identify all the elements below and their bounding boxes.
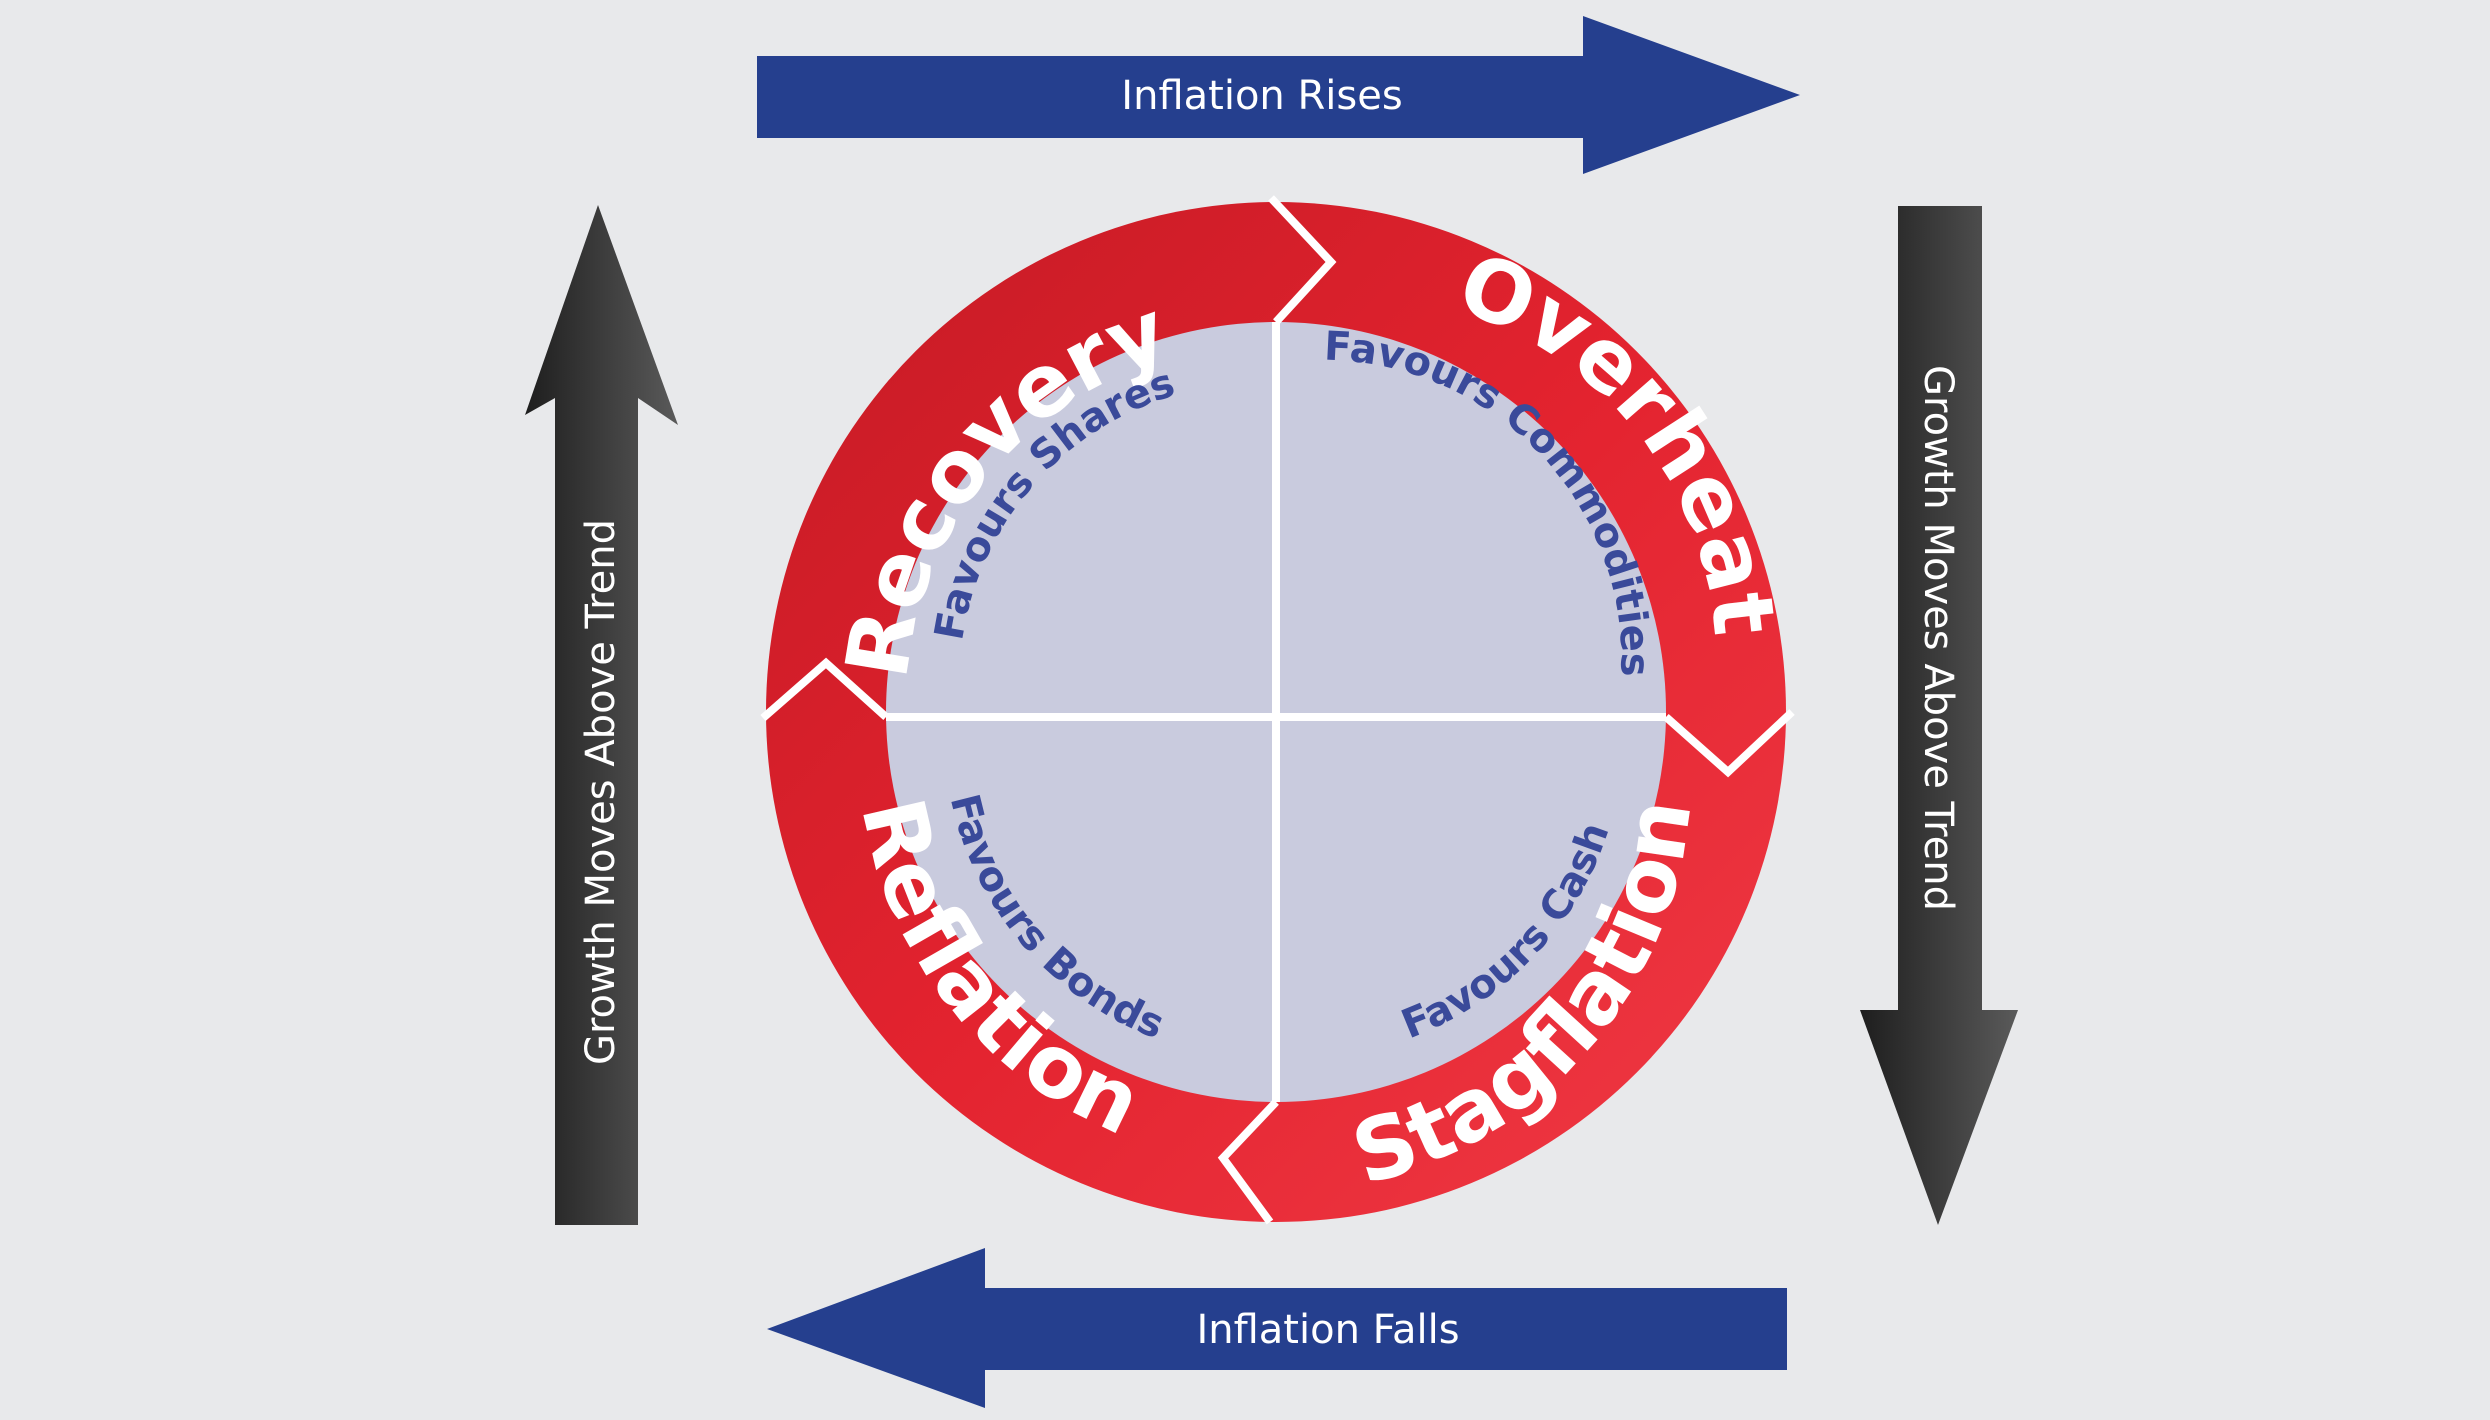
growth-right-arrow: Growth Moves Above Trend bbox=[1860, 206, 2018, 1225]
separator-left bbox=[760, 657, 889, 722]
separator-top bbox=[1268, 195, 1337, 325]
growth-right-label: Growth Moves Above Trend bbox=[1915, 365, 1961, 911]
separator-right bbox=[1663, 709, 1795, 778]
growth-left-label: Growth Moves Above Trend bbox=[578, 519, 624, 1065]
inflation-rises-arrow: Inflation Rises bbox=[757, 16, 1800, 174]
cycle-ring bbox=[760, 195, 1795, 1225]
separator-bottom bbox=[1217, 1099, 1279, 1225]
inflation-falls-label: Inflation Falls bbox=[1196, 1307, 1459, 1353]
inflation-rises-label: Inflation Rises bbox=[1121, 73, 1402, 119]
growth-left-arrow: Growth Moves Above Trend bbox=[525, 205, 678, 1225]
inflation-falls-arrow: Inflation Falls bbox=[767, 1248, 1787, 1408]
